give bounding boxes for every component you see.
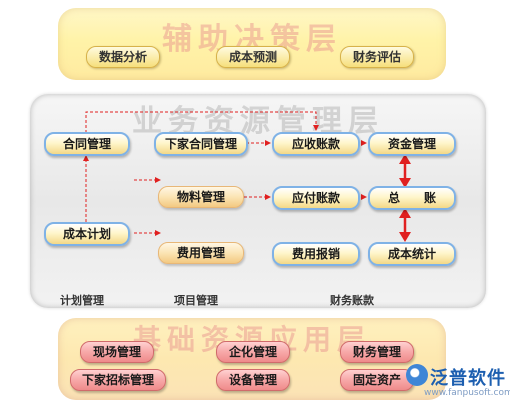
expense-mgmt-module[interactable]: 费用管理 xyxy=(158,242,244,264)
contract-to-receivable-arrow xyxy=(85,111,319,133)
data-analysis-item[interactable]: 数据分析 xyxy=(86,46,160,68)
decision-support-layer: 辅助决策层 xyxy=(58,8,446,80)
project-mgmt-label: 项目管理 xyxy=(174,294,218,307)
plan-mgmt-label: 计划管理 xyxy=(60,294,104,307)
subcontract-mgmt-module[interactable]: 下家合同管理 xyxy=(154,132,248,156)
expense-reimburse-module[interactable]: 费用报销 xyxy=(272,242,360,266)
business-resource-layer: 业务资源管理层 xyxy=(30,94,486,308)
logo-icon xyxy=(406,364,428,386)
material-mgmt-module[interactable]: 物料管理 xyxy=(158,186,244,208)
financial-evaluation-item[interactable]: 财务评估 xyxy=(340,46,414,68)
finance-mgmt-item[interactable]: 财务管理 xyxy=(340,341,414,363)
receivable-module[interactable]: 应收账款 xyxy=(272,132,360,156)
logo-name: 泛普软件 xyxy=(430,368,506,389)
subcontract-bidding-item[interactable]: 下家招标管理 xyxy=(70,369,166,391)
cost-forecast-item[interactable]: 成本预测 xyxy=(216,46,290,68)
enterprise-mgmt-item[interactable]: 企化管理 xyxy=(216,341,290,363)
logo-url: www.fanpusoft.com xyxy=(424,388,510,398)
fixed-assets-item[interactable]: 固定资产 xyxy=(340,369,414,391)
cost-stats-module[interactable]: 成本统计 xyxy=(368,242,456,266)
contract-mgmt-module[interactable]: 合同管理 xyxy=(44,132,130,156)
site-mgmt-item[interactable]: 现场管理 xyxy=(80,341,154,363)
cost-plan-module[interactable]: 成本计划 xyxy=(44,222,130,246)
general-ledger-module[interactable]: 总 账 xyxy=(368,186,456,210)
fanpusoft-logo: 泛普软件 www.fanpusoft.com xyxy=(404,358,510,404)
finance-accounts-label: 财务账款 xyxy=(330,294,374,307)
fund-mgmt-module[interactable]: 资金管理 xyxy=(368,132,456,156)
equipment-mgmt-item[interactable]: 设备管理 xyxy=(216,369,290,391)
payable-module[interactable]: 应付账款 xyxy=(272,186,360,210)
